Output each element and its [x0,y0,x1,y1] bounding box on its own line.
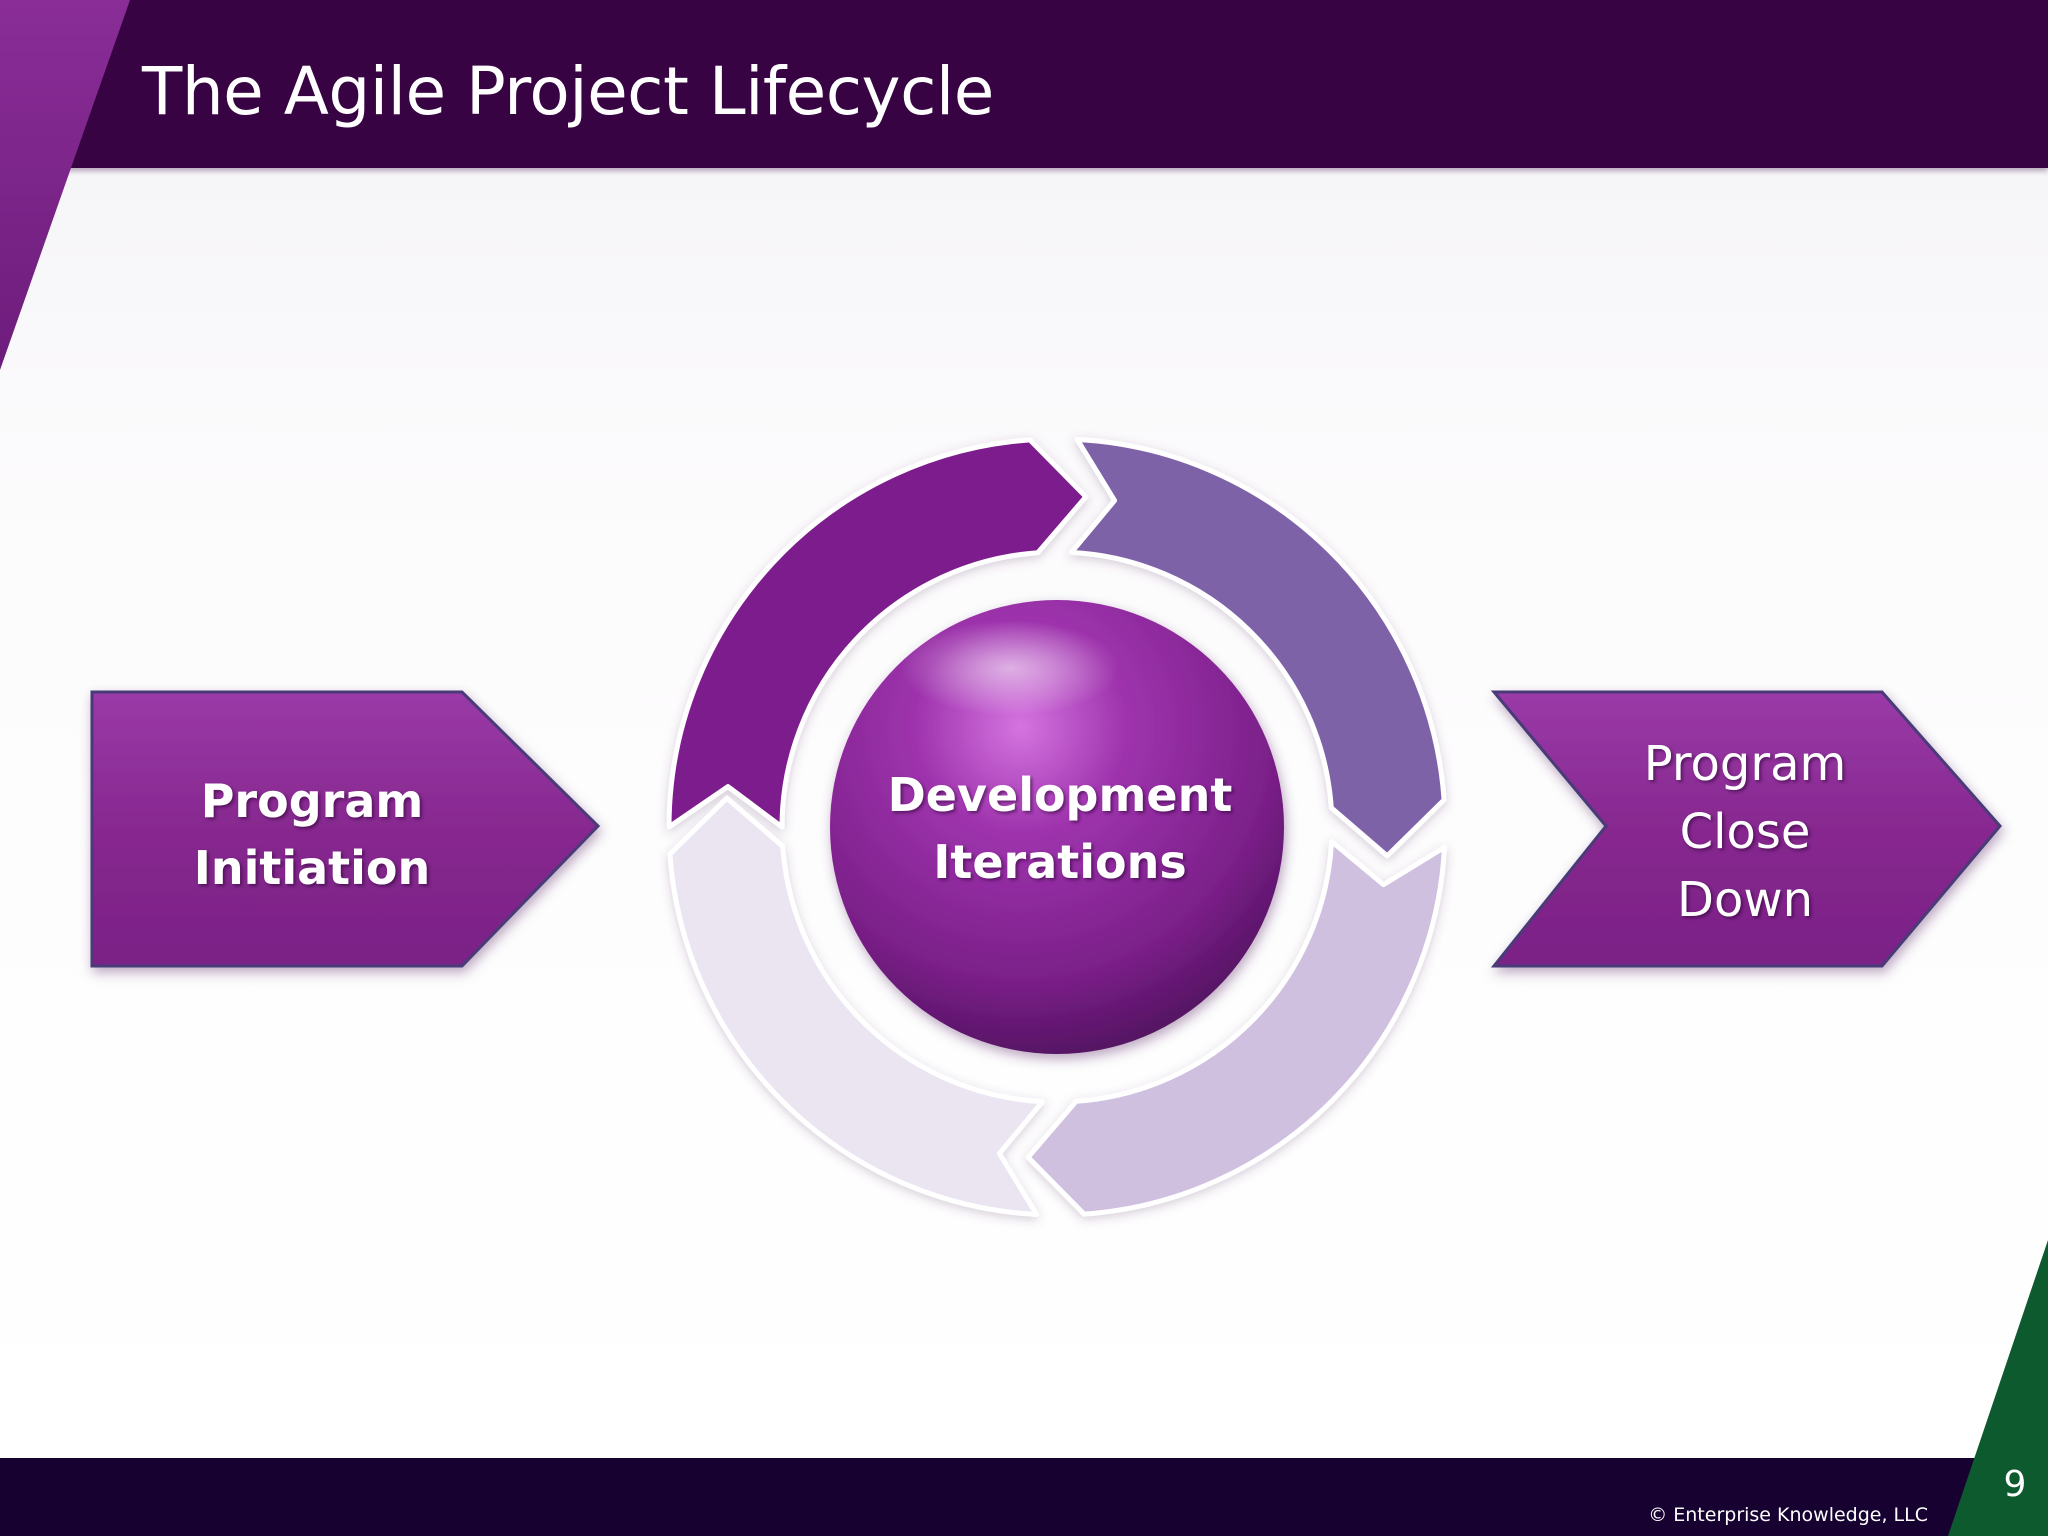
program-initiation-line-1: Program [200,774,424,828]
development-iterations-label: Development Iterations [840,762,1280,896]
program-close-down-line-2: Close [1679,804,1811,860]
development-iterations-line-1: Development [887,768,1233,822]
right-corner-accent [1948,1240,2048,1536]
cycle-arrow-3 [1025,838,1447,1217]
cycle-arrow-4 [667,795,1046,1217]
slide-title: The Agile Project Lifecycle [142,53,994,130]
title-bar [0,0,2048,168]
cycle-arrow-1 [666,437,1089,830]
program-initiation-label: Program Initiation [92,768,532,902]
program-close-down-line-1: Program [1643,736,1847,792]
cycle-arrow-2 [1068,437,1447,859]
page-number: 9 [2003,1464,2027,1505]
sphere-highlight [900,620,1120,716]
program-close-down-arrow [1490,690,2002,968]
iteration-cycle [666,437,1447,1217]
footer-bar [0,1458,2048,1536]
program-initiation-arrow [90,690,601,968]
left-corner-accent [0,0,130,370]
development-iterations-line-2: Iterations [933,835,1187,889]
program-close-down-line-3: Down [1676,872,1813,928]
copyright-text: © Enterprise Knowledge, LLC [1648,1504,1928,1526]
program-close-down-label: Program Close Down [1550,730,1940,934]
program-initiation-line-2: Initiation [193,841,431,895]
development-iterations-circle [830,600,1284,1054]
